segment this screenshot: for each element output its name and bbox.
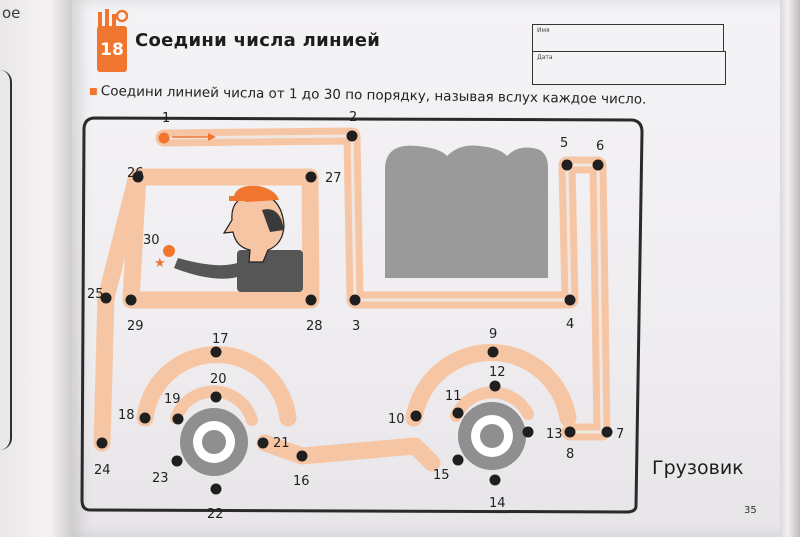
dot-22[interactable] xyxy=(210,483,222,495)
dot-24[interactable] xyxy=(96,437,108,449)
dot-label-22: 22 xyxy=(207,507,224,522)
dot-label-3: 3 xyxy=(352,319,360,334)
dot-20[interactable] xyxy=(210,391,222,403)
dot-label-20: 20 xyxy=(210,372,227,387)
dot-label-25: 25 xyxy=(87,287,104,302)
dot-label-27: 27 xyxy=(325,171,342,186)
truck-cargo xyxy=(385,145,548,278)
dot-label-1: 1 xyxy=(162,111,170,126)
page-stack-edge xyxy=(780,0,800,537)
picture-frame xyxy=(80,116,644,514)
dot-label-18: 18 xyxy=(118,408,135,423)
dot-label-16: 16 xyxy=(293,474,310,489)
dot-label-2: 2 xyxy=(349,110,357,125)
dot-label-12: 12 xyxy=(489,365,506,380)
dot-23[interactable] xyxy=(171,455,183,467)
dot-label-26: 26 xyxy=(127,166,144,181)
dot-label-29: 29 xyxy=(127,319,144,334)
dot-1[interactable] xyxy=(158,132,170,144)
dot-4[interactable] xyxy=(564,294,576,306)
dot-2[interactable] xyxy=(346,130,358,142)
dot-label-30: 30 xyxy=(143,233,160,248)
dot-3[interactable] xyxy=(349,294,361,306)
left-page: ое xyxy=(0,0,72,537)
date-field[interactable]: Дата xyxy=(532,51,726,85)
dot-16[interactable] xyxy=(296,450,308,462)
dot-9[interactable] xyxy=(487,346,499,358)
dot-7[interactable] xyxy=(601,426,613,438)
dot-label-23: 23 xyxy=(152,471,169,486)
dot-8[interactable] xyxy=(564,426,576,438)
date-label: Дата xyxy=(537,54,553,61)
dot-30[interactable] xyxy=(163,245,175,257)
dot-10[interactable] xyxy=(410,410,422,422)
page-title: Соедини числа линией xyxy=(135,30,381,51)
dot-label-10: 10 xyxy=(388,412,405,427)
dot-29[interactable] xyxy=(125,294,137,306)
dot-label-17: 17 xyxy=(212,332,229,347)
dot-15[interactable] xyxy=(452,454,464,466)
lesson-badge: 18 xyxy=(97,26,127,72)
page-number: 35 xyxy=(744,505,757,516)
wheel-rear xyxy=(458,402,526,470)
dot-28[interactable] xyxy=(305,294,317,306)
dot-label-7: 7 xyxy=(616,427,624,442)
dot-5[interactable] xyxy=(561,159,573,171)
wheel-arch-guides xyxy=(170,385,534,426)
dot-label-8: 8 xyxy=(566,447,574,462)
dot-11[interactable] xyxy=(452,407,464,419)
left-page-illustration-edge xyxy=(0,70,12,450)
driver-illustration xyxy=(163,185,303,292)
dot-12[interactable] xyxy=(489,380,501,392)
dot-21[interactable] xyxy=(257,437,269,449)
dot-13[interactable] xyxy=(522,426,534,438)
dot-label-4: 4 xyxy=(566,317,574,332)
name-label: Имя xyxy=(537,27,550,34)
name-field[interactable]: Имя xyxy=(532,24,724,52)
dot-label-13: 13 xyxy=(546,427,563,442)
truck-inner-guide xyxy=(163,134,604,434)
dot-14[interactable] xyxy=(489,474,501,486)
dot-label-15: 15 xyxy=(433,468,450,483)
dot-label-9: 9 xyxy=(489,327,497,342)
dot-label-19: 19 xyxy=(164,392,181,407)
dot-6[interactable] xyxy=(592,159,604,171)
dot-label-6: 6 xyxy=(596,139,604,154)
dot-26[interactable] xyxy=(132,171,144,183)
wheel-front xyxy=(180,408,248,476)
dot-19[interactable] xyxy=(172,413,184,425)
dot-label-11: 11 xyxy=(445,389,462,404)
dot-label-24: 24 xyxy=(94,463,111,478)
dot-27[interactable] xyxy=(305,171,317,183)
lesson-number: 18 xyxy=(100,40,124,60)
dot-label-21: 21 xyxy=(273,436,290,451)
dot-18[interactable] xyxy=(139,412,151,424)
pencil-deco-icon xyxy=(98,9,129,28)
dot-17[interactable] xyxy=(210,346,222,358)
start-arrow-icon xyxy=(172,133,216,141)
dot-25[interactable] xyxy=(100,292,112,304)
dot-label-5: 5 xyxy=(560,136,568,151)
dot-label-14: 14 xyxy=(489,496,506,511)
dot-label-28: 28 xyxy=(306,319,323,334)
picture-caption: Грузовик xyxy=(652,457,744,479)
finish-star-icon: ★ xyxy=(154,256,166,271)
left-page-text: ое xyxy=(2,4,21,22)
